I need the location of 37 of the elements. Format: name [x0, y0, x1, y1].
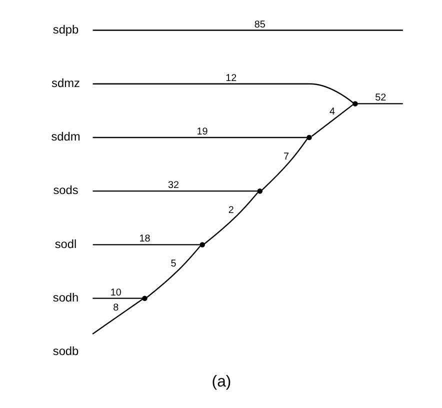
node-text: sodl [54, 236, 76, 251]
edge-label: 8 [112, 302, 118, 314]
connector [357, 103, 402, 104]
connector [92, 136, 307, 138]
edge-label: 52 [374, 92, 386, 104]
edge-label: 12 [225, 72, 236, 84]
node-text: sodb [52, 344, 78, 358]
caption: (a) [211, 374, 231, 391]
node-text: sodh [52, 290, 78, 304]
edge-label: 32 [168, 180, 179, 192]
node-point [306, 134, 312, 140]
edge-label: 10 [110, 287, 121, 298]
edge-label: 2 [228, 204, 234, 216]
connector [204, 192, 258, 244]
edge-label: 4 [328, 106, 334, 118]
node-point [142, 296, 147, 301]
connector [92, 244, 200, 246]
edge-label: 85 [254, 19, 265, 30]
connector [92, 298, 142, 334]
node-point [352, 101, 358, 106]
connector [92, 190, 258, 192]
node-point [256, 188, 262, 194]
edge-label: 7 [282, 151, 288, 162]
node-point [199, 242, 204, 248]
node-text: sods [52, 183, 78, 198]
connector [92, 30, 402, 31]
node-text: sddm [50, 130, 80, 144]
node-text: sdpb [52, 22, 78, 36]
connector [92, 83, 354, 104]
edge-label: 5 [170, 258, 176, 270]
edge-label: 18 [138, 234, 150, 245]
connector [146, 246, 200, 298]
edge-label: 19 [196, 126, 208, 138]
connector [310, 104, 353, 137]
connector [92, 298, 142, 299]
node-text: sdmz [51, 76, 80, 90]
connector [261, 138, 308, 190]
